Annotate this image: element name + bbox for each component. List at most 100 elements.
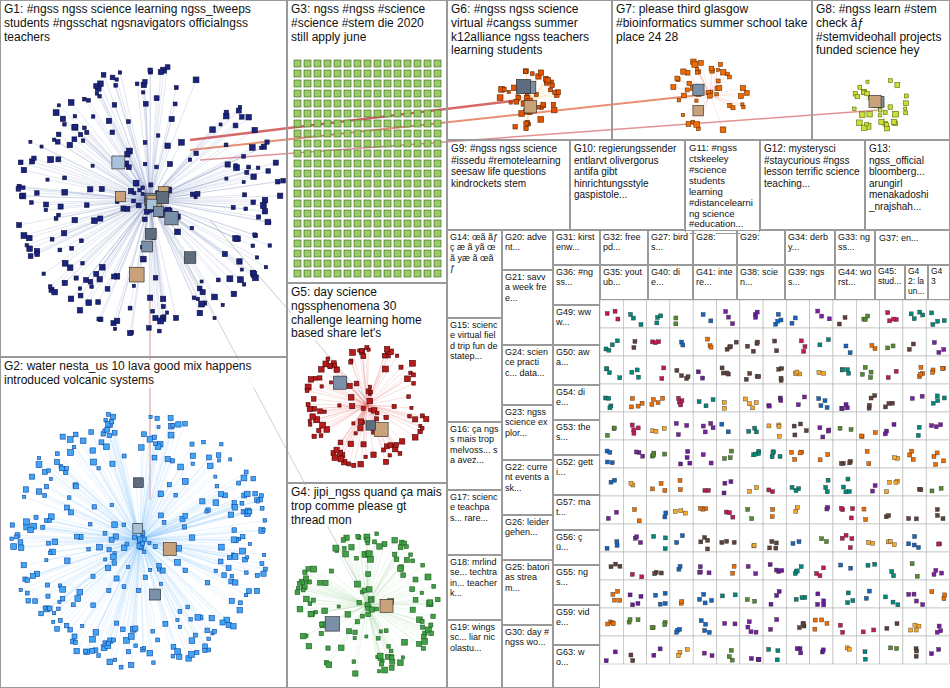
network-vertex — [189, 618, 192, 621]
network-vertex — [374, 150, 381, 157]
network-vertex — [364, 210, 371, 217]
network-vertex — [387, 645, 390, 648]
network-vertex — [434, 170, 441, 177]
network-vertex — [96, 300, 101, 305]
network-vertex — [263, 519, 266, 522]
network-vertex — [367, 398, 373, 404]
network-vertex — [224, 110, 228, 114]
network-vertex — [195, 650, 199, 654]
network-vertex — [297, 581, 301, 585]
network-vertex — [171, 654, 175, 658]
network-link — [150, 200, 205, 303]
network-vertex — [394, 170, 401, 177]
network-link — [140, 540, 232, 601]
network-vertex — [314, 130, 321, 137]
network-vertex — [149, 183, 153, 187]
network-vertex — [295, 590, 300, 595]
network-vertex — [384, 70, 391, 77]
network-vertex — [324, 140, 331, 147]
network-vertex — [374, 240, 381, 247]
network-link — [150, 200, 253, 246]
network-vertex — [434, 220, 441, 227]
network-link — [150, 67, 168, 200]
network-vertex — [231, 291, 236, 296]
network-vertex — [106, 412, 110, 416]
network-vertex — [314, 190, 321, 197]
network-vertex — [376, 411, 379, 414]
network-vertex — [314, 100, 321, 107]
network-vertex — [260, 203, 266, 209]
network-vertex — [213, 317, 216, 320]
network-link — [77, 540, 140, 651]
network-link — [132, 200, 150, 333]
network-link — [140, 540, 235, 557]
network-link — [45, 472, 140, 540]
network-vertex — [367, 556, 373, 562]
network-vertex — [148, 295, 153, 300]
network-vertex — [334, 230, 341, 237]
network-vertex — [35, 252, 40, 257]
network-link — [140, 494, 221, 540]
network-vertex — [374, 160, 381, 167]
network-vertex — [384, 459, 389, 464]
network-link — [140, 540, 209, 639]
network-link — [70, 439, 140, 540]
network-vertex — [401, 656, 404, 659]
network-vertex — [44, 202, 49, 207]
network-vertex — [314, 260, 321, 267]
network-vertex — [392, 404, 396, 408]
network-vertex — [248, 542, 251, 545]
network-vertex — [414, 100, 421, 107]
network-vertex — [21, 563, 26, 568]
network-link — [51, 479, 140, 540]
network-link — [140, 540, 213, 633]
network-vertex — [308, 611, 314, 617]
network-link — [150, 200, 266, 267]
network-vertex — [344, 70, 351, 77]
network-link — [325, 583, 367, 605]
network-vertex — [294, 150, 301, 157]
network-link — [55, 540, 140, 542]
network-vertex — [434, 80, 441, 87]
network-vertex — [112, 103, 116, 107]
network-vertex — [422, 634, 426, 638]
network-vertex — [354, 381, 359, 386]
network-vertex — [212, 629, 216, 633]
network-vertex — [240, 501, 244, 505]
network-vertex — [81, 262, 84, 265]
network-vertex — [358, 461, 363, 466]
network-vertex — [362, 588, 367, 593]
network-vertex — [434, 250, 441, 257]
network-link — [108, 540, 140, 644]
network-vertex — [367, 587, 372, 592]
network-vertex — [158, 69, 163, 74]
network-vertex — [132, 199, 136, 203]
network-vertex — [216, 453, 221, 458]
network-vertex — [404, 80, 411, 87]
network-vertex — [81, 624, 84, 627]
network-vertex — [384, 100, 391, 107]
network-vertex — [304, 220, 311, 227]
network-vertex — [374, 417, 378, 421]
network-vertex — [255, 256, 258, 259]
network-vertex — [404, 270, 411, 277]
network-vertex — [310, 414, 315, 419]
network-vertex — [157, 563, 161, 567]
network-vertex — [135, 82, 139, 86]
network-vertex — [384, 80, 391, 87]
network-vertex — [404, 160, 411, 167]
network-vertex — [56, 132, 60, 136]
network-vertex — [249, 145, 255, 151]
network-link — [55, 200, 150, 292]
network-vertex — [429, 623, 433, 627]
network-link — [150, 107, 240, 200]
network-vertex — [424, 140, 431, 147]
network-vertex — [374, 230, 381, 237]
network-vertex — [304, 90, 311, 97]
network-link — [150, 200, 238, 239]
network-vertex — [420, 619, 424, 623]
network-link — [349, 605, 367, 631]
network-vertex — [377, 653, 383, 659]
network-vertex — [99, 187, 104, 192]
network-vertex — [214, 475, 217, 478]
